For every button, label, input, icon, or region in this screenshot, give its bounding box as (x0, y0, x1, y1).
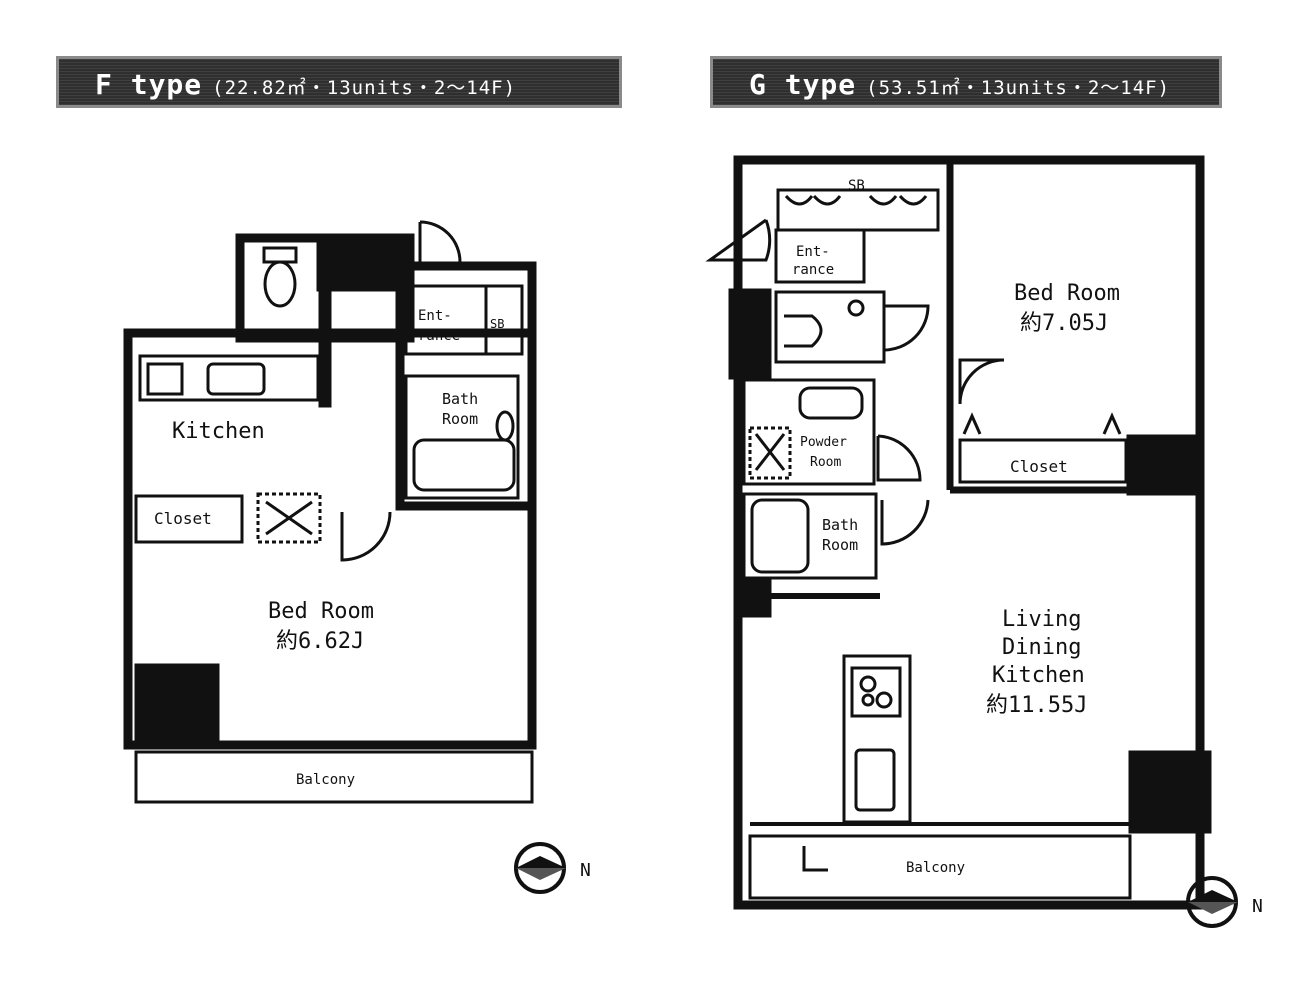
g-stove-icon (850, 666, 902, 718)
f-balcony-label: Balcony (296, 772, 355, 788)
g-toilet-box (774, 290, 886, 364)
f-shaft-block (316, 238, 408, 292)
g-ldk-label-2: Dining (1002, 635, 1081, 660)
f-bath-box (404, 374, 520, 500)
f-type-plan (123, 220, 537, 804)
g-balcony-box (748, 834, 1132, 900)
f-sb-label: SB (490, 317, 504, 331)
g-entrance-door-icon (705, 218, 772, 262)
g-outer-wall (733, 155, 1205, 910)
f-bath-label-2: Room (442, 410, 478, 428)
f-bathtub-icon (412, 438, 516, 492)
g-column-block-1 (728, 288, 772, 380)
g-closet-box (958, 438, 1128, 484)
g-type-spec: (53.51㎡・13units・2～14F) (866, 77, 1171, 99)
g-entrance-label-1: Ent- (796, 244, 830, 260)
f-type-spec: (22.82㎡・13units・2～14F) (212, 77, 517, 99)
g-powder-label-2: Room (810, 455, 841, 470)
f-compass-icon (514, 842, 566, 894)
f-toilet-icon (263, 260, 297, 308)
g-column-block-2 (1126, 434, 1202, 496)
f-type-title-banner: F type (22.82㎡・13units・2～14F) (56, 56, 622, 108)
g-type-title-banner: G type (53.51㎡・13units・2～14F) (710, 56, 1222, 108)
f-entrance-wall (395, 261, 537, 511)
g-bathtub-icon (750, 498, 810, 574)
g-type-plan (705, 155, 1212, 910)
g-bath-label-1: Bath (822, 516, 858, 534)
f-bedroom-area: 約6.62J (276, 629, 364, 654)
f-entrance-label-1: Ent- (418, 308, 452, 324)
f-sink-icon (495, 410, 515, 442)
g-column-block-4 (738, 578, 772, 618)
g-bedroom-label: Bed Room (1014, 281, 1120, 306)
g-sb-box (776, 188, 940, 232)
g-compass-label: N (1252, 896, 1263, 917)
f-partition-block (318, 286, 332, 408)
g-entrance-box (774, 228, 866, 284)
f-sb-box (484, 284, 524, 356)
f-washer-icon (256, 492, 322, 544)
g-closet-label: Closet (1010, 457, 1068, 476)
g-powder-box (742, 378, 876, 486)
g-ldk-label-3: Kitchen (992, 663, 1085, 688)
g-toilet-icon (784, 314, 823, 348)
f-compass-label: N (580, 860, 591, 881)
g-sb-label: SB (848, 178, 865, 194)
g-bedroom-area: 約7.05J (1020, 311, 1108, 336)
f-type-title: F type (95, 68, 203, 101)
g-balcony-label: Balcony (906, 860, 965, 876)
f-column-block (134, 663, 220, 749)
f-balcony-box (134, 750, 534, 804)
f-bedroom-label: Bed Room (268, 599, 374, 624)
g-powder-label-1: Powder (800, 435, 847, 450)
g-washer-icon (748, 426, 792, 480)
g-type-title: G type (749, 68, 857, 101)
g-column-block-3 (1128, 750, 1212, 834)
f-kitchen-sink-icon (206, 362, 266, 396)
f-kitchen-counter (138, 354, 320, 402)
f-bedroom-door-icon (340, 511, 392, 562)
f-entrance-door-icon (418, 220, 462, 263)
g-compass-icon (1186, 876, 1238, 928)
f-stove-icon (146, 362, 184, 396)
f-bath-label-1: Bath (442, 390, 478, 408)
g-bath-box (742, 492, 878, 580)
g-bath-label-2: Room (822, 536, 858, 554)
f-entrance-label-2: rance (418, 328, 460, 344)
g-sink-icon (854, 748, 896, 812)
g-ldk-area: 約11.55J (986, 693, 1087, 718)
g-basin-icon (798, 386, 864, 420)
g-entrance-label-2: rance (792, 262, 834, 278)
f-closet-box (134, 494, 244, 544)
f-kitchen-label: Kitchen (172, 419, 265, 444)
f-closet-label: Closet (154, 509, 212, 528)
g-ldk-label-1: Living (1002, 607, 1081, 632)
